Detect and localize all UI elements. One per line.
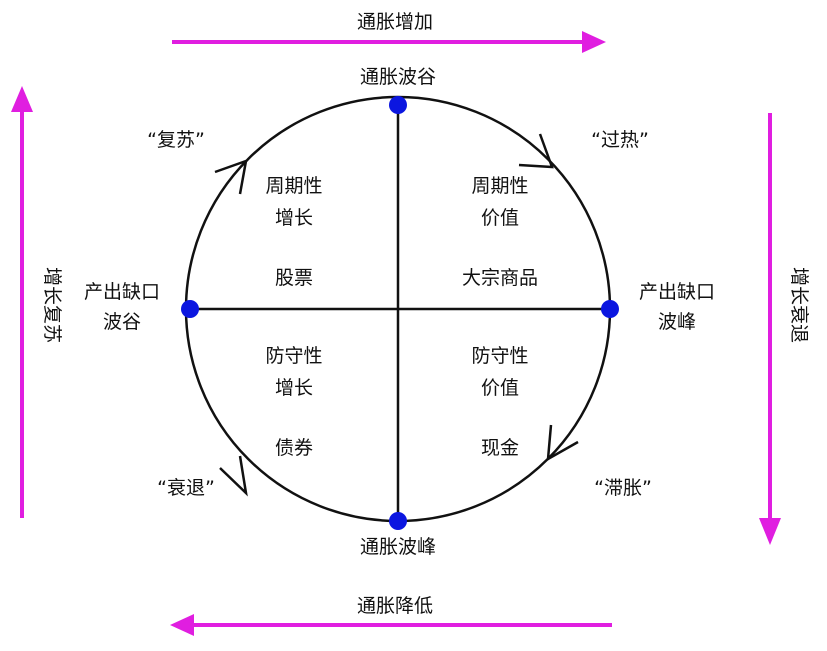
growth-recession-arrowhead (759, 518, 781, 545)
node-right (601, 300, 619, 318)
quadrant-lower-left-asset: 债券 (275, 437, 313, 459)
node-right-label-line2: 波峰 (658, 311, 696, 333)
growth-recovery-label: 增长复苏 (41, 267, 63, 343)
quadrant-lower-right-line1: 防守性 (471, 345, 528, 367)
node-top-label: 通胀波谷 (360, 66, 436, 88)
quadrant-upper-right-line2: 价值 (481, 207, 519, 229)
growth-recovery-arrowhead (11, 86, 33, 112)
node-left (181, 300, 199, 318)
direction-chevron-upper-right (518, 133, 554, 169)
growth-recession-label: 增长衰退 (788, 267, 810, 343)
quadrant-upper-left-line2: 增长 (275, 207, 313, 229)
quadrant-upper-right-asset: 大宗商品 (462, 267, 538, 289)
phase-recovery-label: “复苏” (147, 129, 205, 151)
quadrant-lower-right-asset: 现金 (481, 437, 519, 459)
direction-chevron-lower-right (546, 424, 579, 462)
phase-recession-label: “衰退” (157, 477, 215, 499)
node-bottom (389, 512, 407, 530)
node-top (389, 96, 407, 114)
quadrant-upper-right-line1: 周期性 (471, 175, 528, 197)
quadrant-upper-left-asset: 股票 (275, 267, 313, 289)
direction-chevron-lower-left (219, 455, 248, 497)
quadrant-lower-right-line2: 价值 (481, 377, 519, 399)
quadrant-lower-left-line1: 防守性 (265, 345, 322, 367)
inflation-decrease-arrowhead (170, 614, 194, 636)
direction-chevron-upper-left (214, 159, 248, 195)
phase-stagflation-label: “滞胀” (594, 477, 652, 499)
inflation-increase-arrowhead (582, 31, 606, 53)
inflation-increase-label: 通胀增加 (357, 11, 433, 33)
node-right-label-line1: 产出缺口 (639, 281, 715, 303)
phase-overheat-label: “过热” (591, 129, 649, 151)
node-bottom-label: 通胀波峰 (360, 536, 436, 558)
quadrant-lower-left-line2: 增长 (275, 377, 313, 399)
inflation-decrease-label: 通胀降低 (357, 595, 433, 617)
node-left-label-line1: 产出缺口 (84, 281, 160, 303)
quadrant-upper-left-line1: 周期性 (265, 175, 322, 197)
node-left-label-line2: 波谷 (103, 311, 141, 333)
